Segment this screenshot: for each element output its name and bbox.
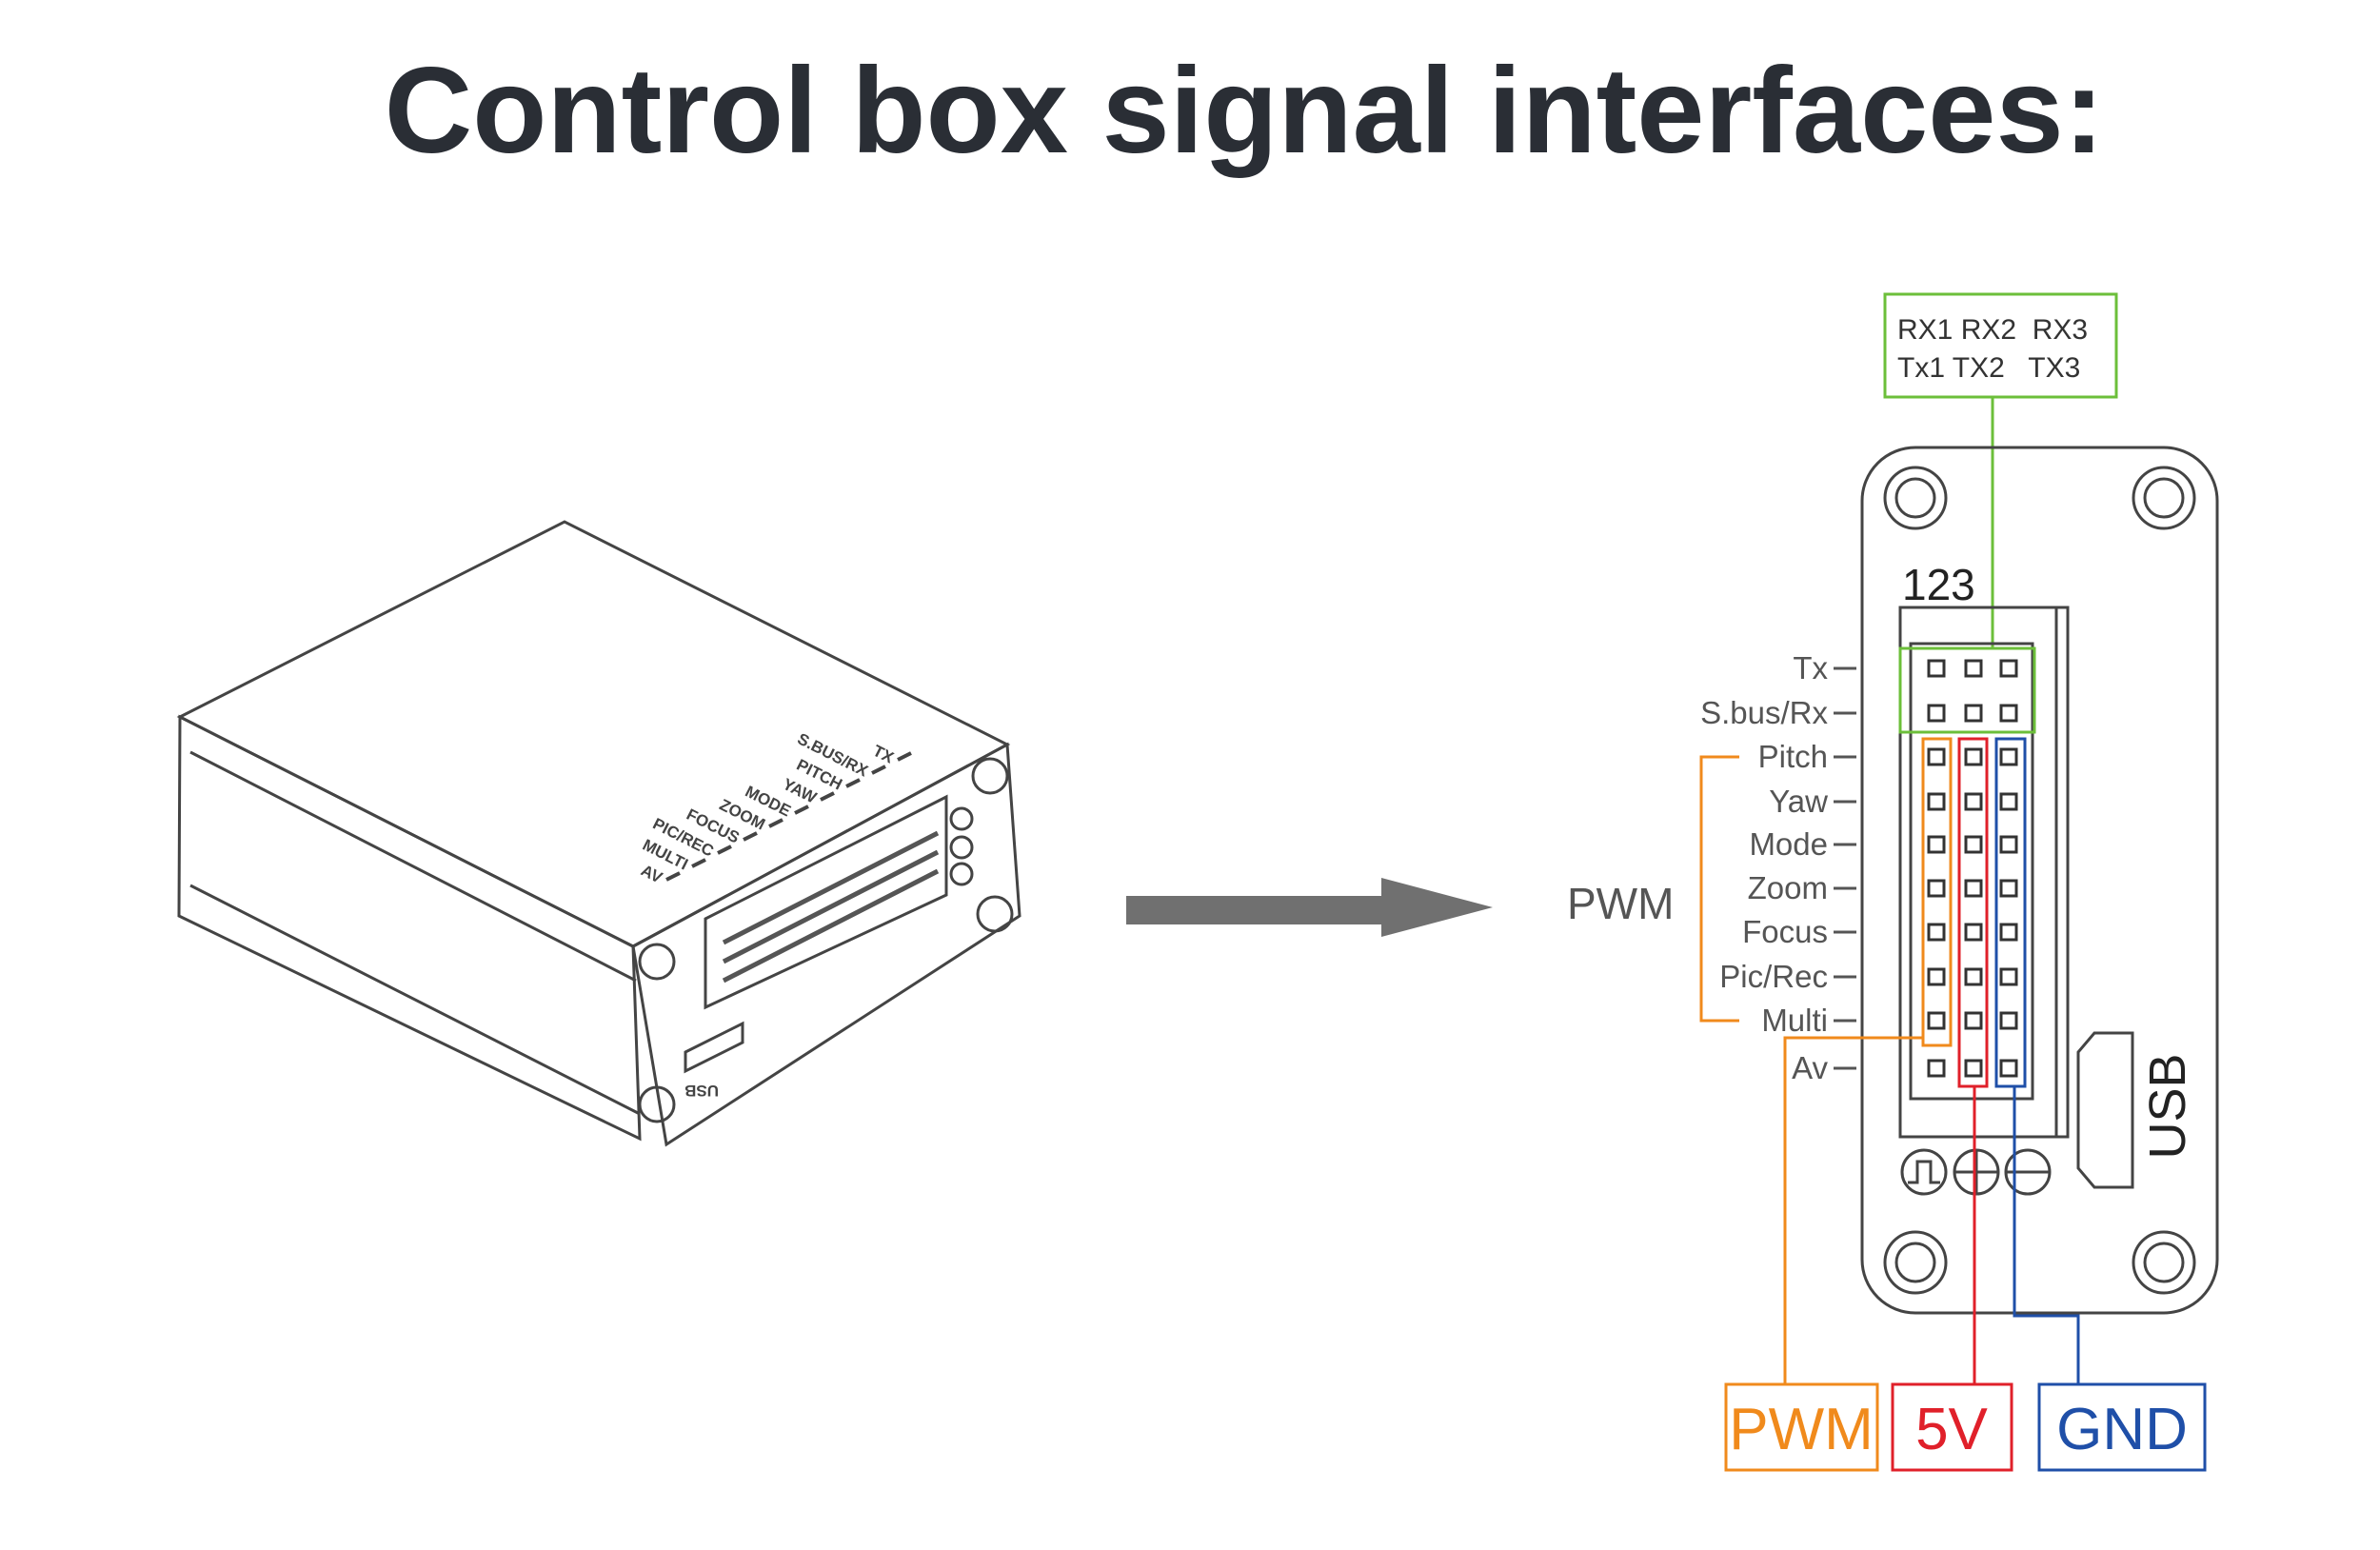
output-pwm: PWM (1724, 1382, 1879, 1472)
pin (1927, 967, 1946, 986)
pin-label: Tx (1793, 650, 1828, 686)
pin-label: Pitch (1758, 739, 1828, 774)
connector-window (704, 794, 948, 1010)
pin-label: S.bus/Rx (1700, 695, 1828, 730)
pin-label: Yaw (1769, 784, 1828, 819)
pin (1927, 747, 1946, 766)
pin (1927, 1011, 1946, 1030)
pin (1999, 967, 2018, 986)
page-title: Control box signal interfaces: (385, 43, 2105, 179)
pin-label: Av (1792, 1050, 1828, 1085)
pin (1999, 835, 2018, 854)
pin (1964, 967, 1983, 986)
uart-label-box (1883, 292, 2118, 399)
output-5v-label: 5V (1915, 1397, 1988, 1462)
pin-label: Zoom (1748, 870, 1828, 905)
pin-numbers: 123 (1902, 560, 1975, 609)
output-5v: 5V (1891, 1382, 2013, 1472)
usb-label: USB (2139, 1053, 2196, 1159)
usb-label-3d: USB (684, 1082, 719, 1100)
uart-rx-labels: RX1 RX2 RX3 (1897, 314, 2088, 346)
pwm-bracket (1699, 755, 1739, 1023)
pin (1964, 659, 1983, 678)
pin (1999, 747, 2018, 766)
output-gnd: GND (2037, 1382, 2207, 1472)
gnd-wire (2013, 1086, 2080, 1384)
pin (1999, 1011, 2018, 1030)
connector-housing (1898, 606, 2070, 1139)
pin (1927, 1059, 1946, 1078)
pin (1964, 923, 1983, 942)
pwm-wire (1783, 1036, 1923, 1384)
pin-label: Focus (1742, 914, 1828, 949)
vcc-column-highlight (1957, 737, 1989, 1088)
pin (1964, 879, 1983, 898)
pin (1964, 1059, 1983, 1078)
pin-labels: TxS.bus/RxPitchYawModeZoomFocusPic/RecMu… (1700, 650, 1856, 1085)
pin (1999, 704, 2018, 723)
device-top-label: TX (870, 742, 898, 767)
pin (1927, 704, 1946, 723)
device-top-label: AV (638, 862, 665, 887)
pin (1964, 1011, 1983, 1030)
uart-pins-highlight (1898, 646, 2036, 734)
pin (1927, 879, 1946, 898)
box-side-face (177, 714, 642, 1142)
uart-tx-labels: Tx1 TX2 TX3 (1897, 352, 2080, 384)
gnd-column-highlight (1994, 737, 2027, 1088)
pin-label: Pic/Rec (1719, 959, 1828, 994)
usb-port-3d (684, 1021, 744, 1074)
pin (1999, 1059, 2018, 1078)
pin-label: Multi (1761, 1003, 1828, 1038)
usb-port (2076, 1031, 2134, 1189)
pin (1927, 659, 1946, 678)
output-pwm-label: PWM (1729, 1397, 1874, 1462)
pin (1927, 923, 1946, 942)
pin (1964, 835, 1983, 854)
box-front-face (631, 742, 1021, 1147)
connector-frame (1909, 642, 2034, 1101)
pin (1999, 659, 2018, 678)
output-gnd-label: GND (2056, 1397, 2188, 1462)
mount-hole-icon (976, 895, 1014, 933)
corner-holes (1883, 466, 2196, 1295)
arrow-right-icon (1126, 878, 1493, 937)
pin (1999, 879, 2018, 898)
pin (1927, 835, 1946, 854)
pin (1964, 792, 1983, 811)
pin (1964, 747, 1983, 766)
pin (1999, 792, 2018, 811)
pin (1964, 704, 1983, 723)
mount-hole-icon (971, 757, 1009, 795)
signal-column-highlight (1921, 737, 1953, 1047)
mount-hole-icon (638, 1085, 676, 1123)
control-box-3d-drawing: TXS.BUS/RXPITCHYAWMODEZOOMFOCUSPIC/RECMU… (176, 520, 1021, 1147)
mount-hole-icon (638, 943, 676, 981)
pin (1927, 792, 1946, 811)
pin (1999, 923, 2018, 942)
signal-pulse-icon (1900, 1148, 1948, 1196)
pin-grid (1927, 659, 2018, 1078)
pwm-group-label: PWM (1567, 879, 1674, 928)
pin-label: Mode (1749, 826, 1828, 862)
control-box-front-panel (1860, 446, 2219, 1315)
